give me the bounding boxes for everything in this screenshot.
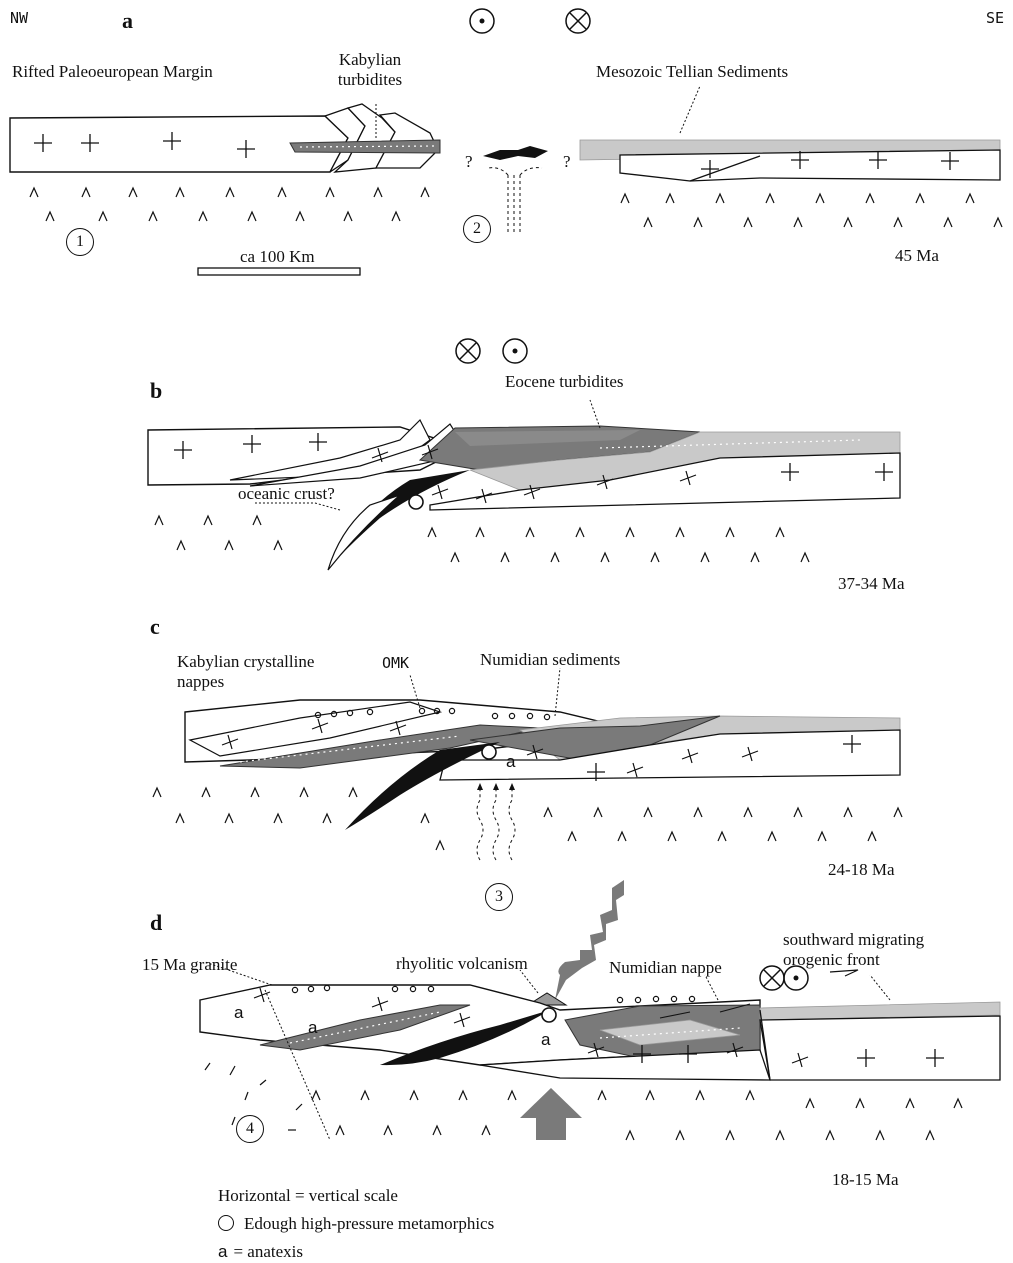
panel-letter-a: a <box>122 8 133 34</box>
panel-letter-c: c <box>150 614 160 640</box>
into-plane-cross-icon <box>456 339 480 363</box>
label-tellian-sediments: Mesozoic Tellian Sediments <box>596 62 788 82</box>
label-kabylian-turbidites: Kabylian turbidites <box>330 50 410 90</box>
age-label-c: 24-18 Ma <box>828 860 895 880</box>
label-anatexis-d3: a <box>541 1030 550 1050</box>
into-plane-cross-icon <box>760 966 784 990</box>
label-rhyolitic-volcanism: rhyolitic volcanism <box>396 954 528 974</box>
question-mark-right: ? <box>563 152 571 172</box>
circle-number-4: 4 <box>236 1115 264 1143</box>
legend-anatexis-text: = anatexis <box>233 1242 303 1261</box>
circle-number-2: 2 <box>463 215 491 243</box>
label-rifted-margin: Rifted Paleoeuropean Margin <box>12 62 213 82</box>
legend-anatexis: a = anatexis <box>218 1242 303 1262</box>
legend-anatexis-symbol: a <box>218 1242 227 1261</box>
label-omk: OMK <box>382 653 409 673</box>
out-of-plane-dot-icon <box>470 9 494 33</box>
panel-letter-b: b <box>150 378 162 404</box>
age-label-d: 18-15 Ma <box>832 1170 899 1190</box>
out-of-plane-dot-icon <box>503 339 527 363</box>
question-mark-left: ? <box>465 152 473 172</box>
age-label-b: 37-34 Ma <box>838 574 905 594</box>
age-label-a: 45 Ma <box>895 246 939 266</box>
legend-scale-note: Horizontal = vertical scale <box>218 1186 398 1206</box>
circle-number-1: 1 <box>66 228 94 256</box>
label-15ma-granite: 15 Ma granite <box>142 955 237 975</box>
panel-a-section <box>10 9 1002 275</box>
label-anatexis-c: a <box>506 752 515 772</box>
compass-nw: NW <box>10 8 28 28</box>
label-oceanic-crust: oceanic crust? <box>238 484 335 504</box>
panel-c-section <box>153 668 902 860</box>
label-eocene-turbidites: Eocene turbidites <box>505 372 624 392</box>
label-anatexis-d1: a <box>234 1003 243 1023</box>
panel-letter-d: d <box>150 910 162 936</box>
label-numidian-nappe: Numidian nappe <box>609 958 722 978</box>
label-kabylian-nappes: Kabylian crystalline nappes <box>177 652 357 692</box>
into-plane-cross-icon <box>566 9 590 33</box>
panel-d-section <box>200 880 1000 1140</box>
legend-edough: Edough high-pressure metamorphics <box>218 1214 494 1234</box>
open-circle-icon <box>218 1215 234 1231</box>
label-anatexis-d2: a <box>308 1018 317 1038</box>
circle-number-3: 3 <box>485 883 513 911</box>
label-orogenic-front: southward migrating orogenic front <box>783 930 963 970</box>
label-numidian-sediments: Numidian sediments <box>480 650 620 670</box>
compass-se: SE <box>986 8 1004 28</box>
scale-bar-label: ca 100 Km <box>240 247 315 267</box>
legend-edough-text: Edough high-pressure metamorphics <box>244 1214 494 1233</box>
